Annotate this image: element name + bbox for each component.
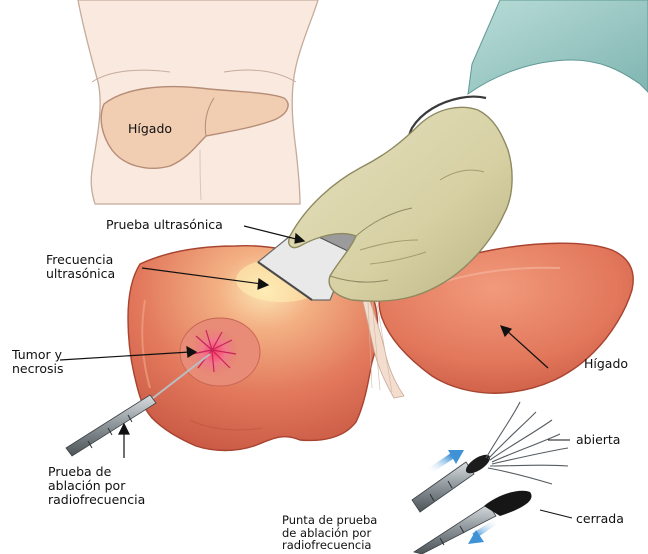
label-open: abierta xyxy=(576,433,620,447)
surgical-sleeve xyxy=(468,0,648,94)
label-probe-tip-line1: Punta de prueba xyxy=(282,514,377,527)
label-probe-tip: Punta de prueba de ablación por radiofre… xyxy=(282,514,377,552)
label-body-liver: Hígado xyxy=(128,122,172,136)
open-tip-detail xyxy=(412,402,568,512)
label-rf-probe: Prueba de ablación por radiofrecuencia xyxy=(48,465,145,507)
label-ultrasonic-probe: Prueba ultrasónica xyxy=(106,218,223,232)
label-liver: Hígado xyxy=(584,357,628,371)
label-tumor-necrosis: Tumor y necrosis xyxy=(12,348,64,376)
label-tumor-necrosis-line2: necrosis xyxy=(12,362,64,376)
label-rf-probe-line1: Prueba de xyxy=(48,465,145,479)
label-closed: cerrada xyxy=(576,512,624,526)
label-ultrasonic-frequency-line2: ultrasónica xyxy=(46,267,115,281)
label-ultrasonic-frequency: Frecuencia ultrasónica xyxy=(46,253,115,281)
label-rf-probe-line2: ablación por xyxy=(48,479,145,493)
label-tumor-necrosis-line1: Tumor y xyxy=(12,348,64,362)
label-probe-tip-line3: radiofrecuencia xyxy=(282,539,377,552)
label-ultrasonic-frequency-line1: Frecuencia xyxy=(46,253,115,267)
label-rf-probe-line3: radiofrecuencia xyxy=(48,493,145,507)
